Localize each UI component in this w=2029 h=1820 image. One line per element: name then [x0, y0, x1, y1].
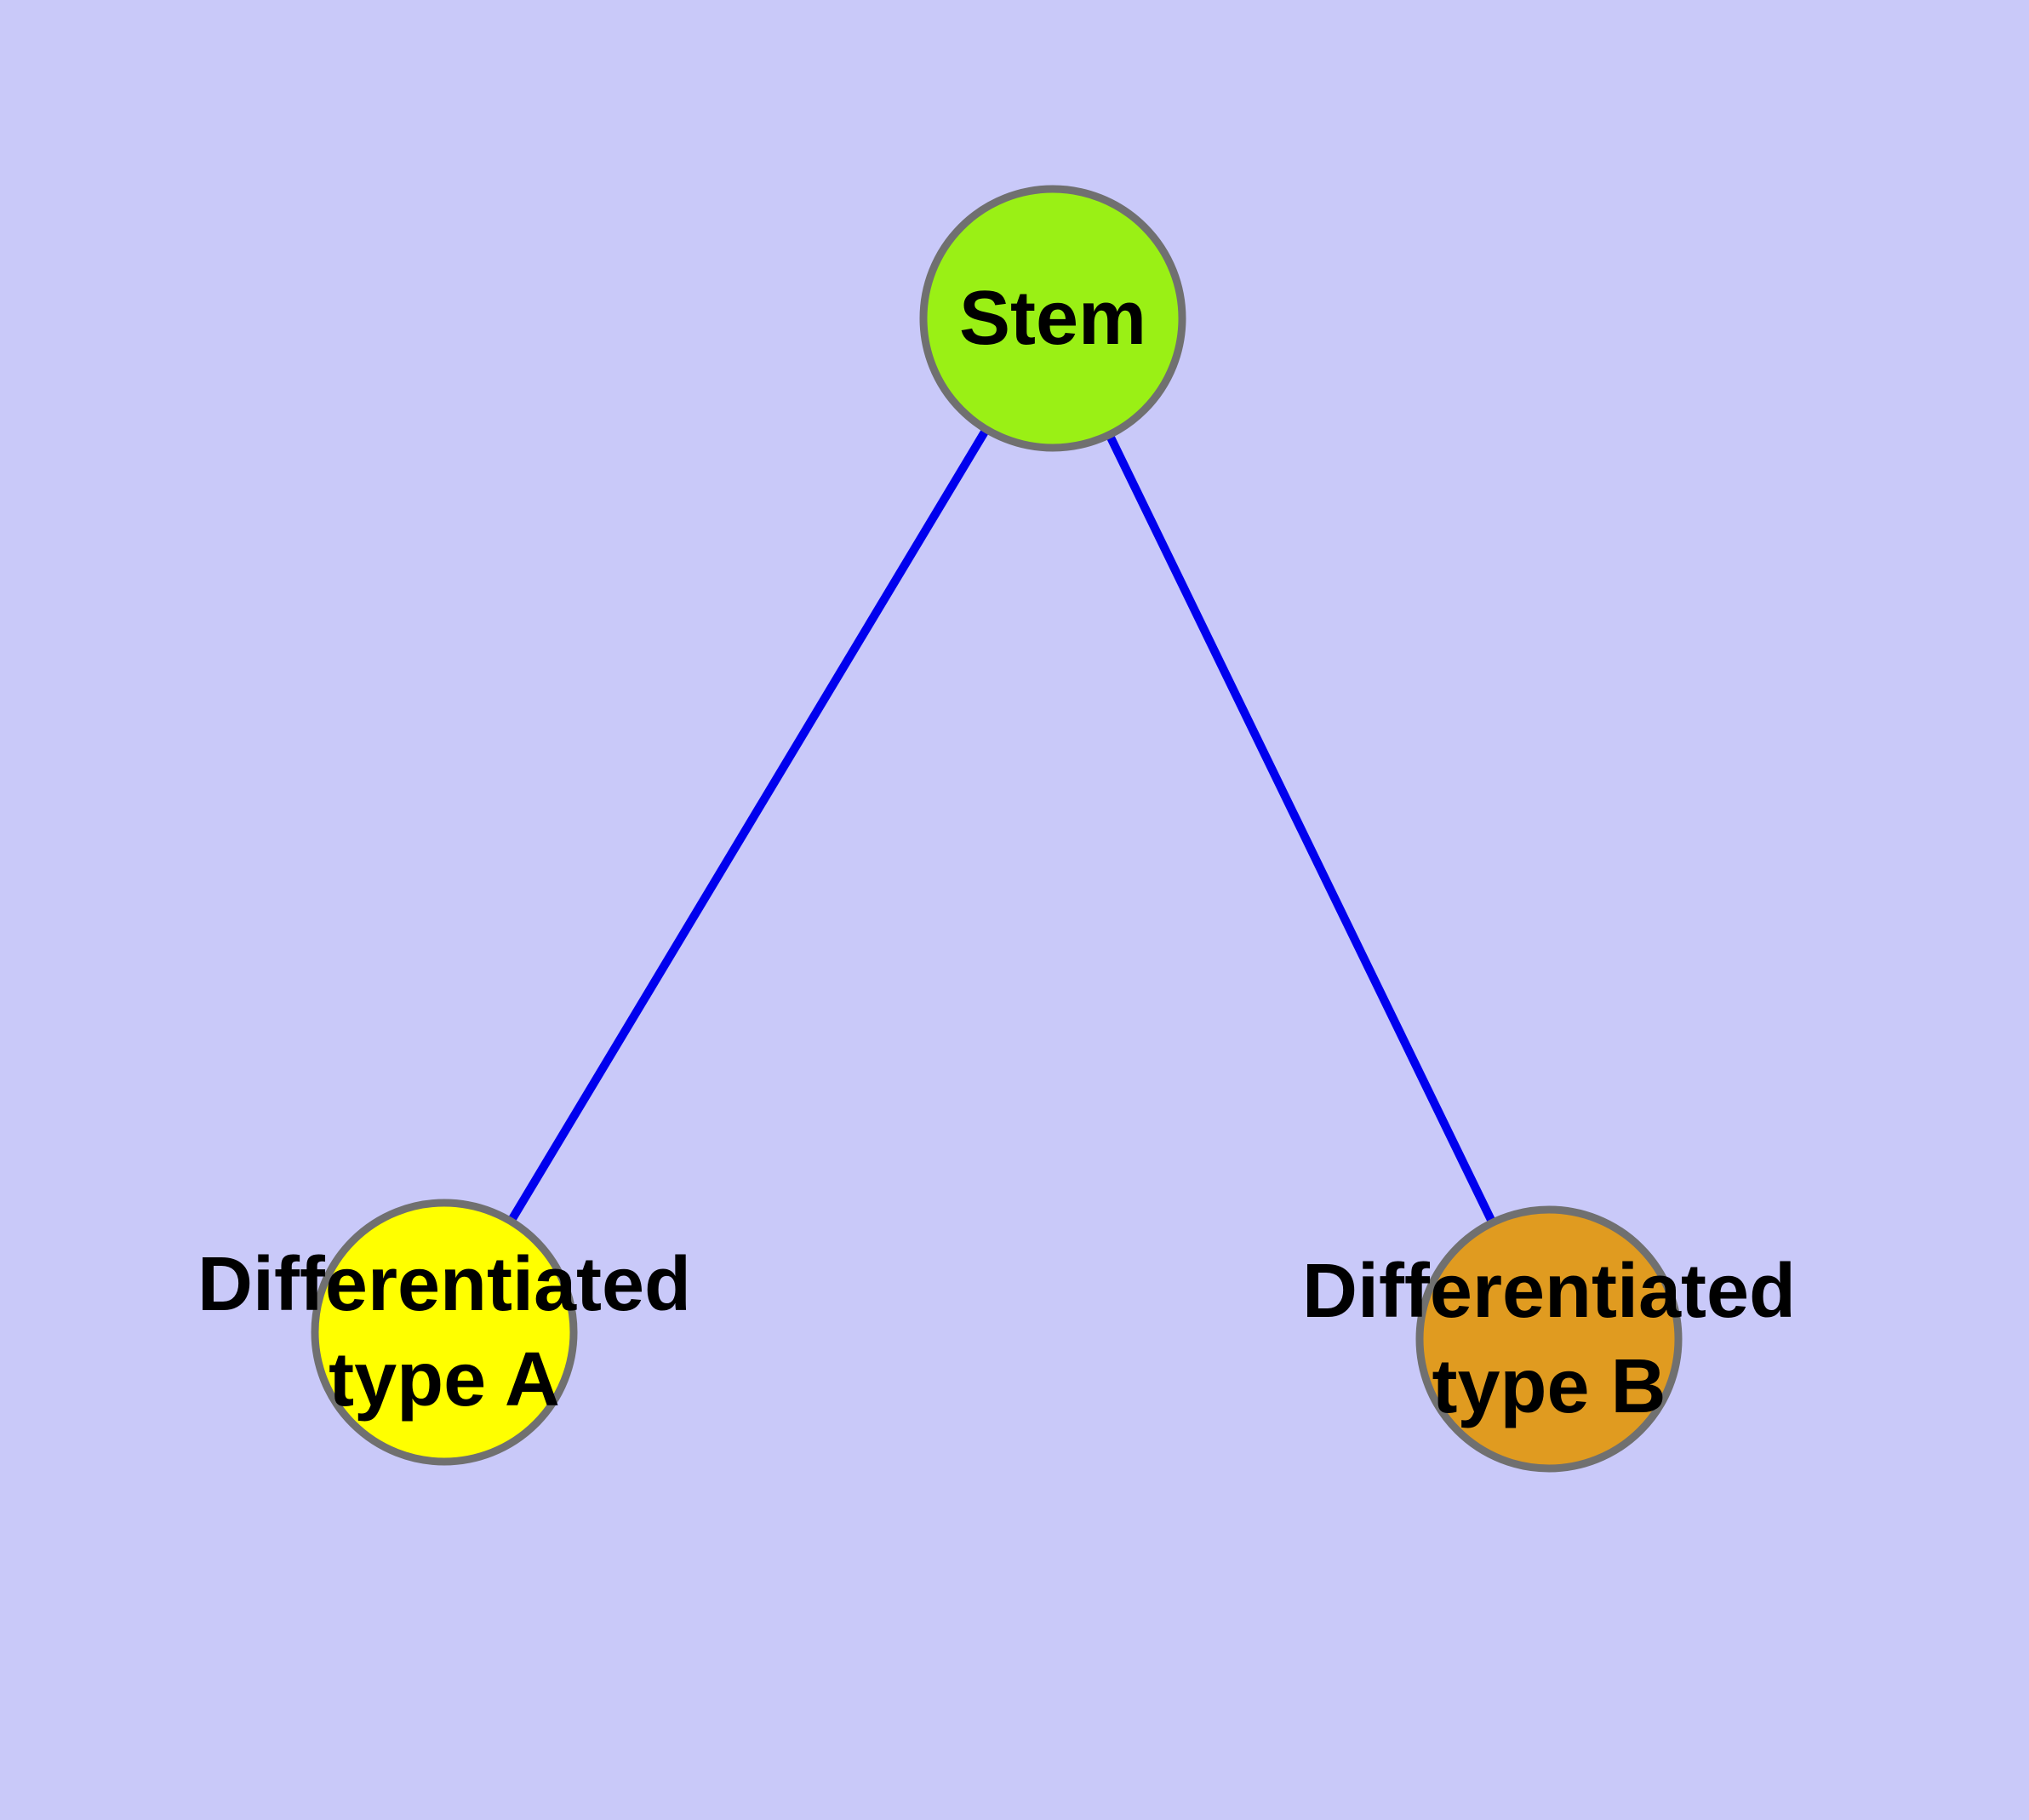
- edge-stem-to-typeA: [440, 316, 1057, 1335]
- node-differentiated-type-b: [1415, 1205, 1683, 1473]
- edge-stem-to-typeB: [1049, 316, 1553, 1342]
- node-typeB-label-line1: Differentiated: [1302, 1249, 1796, 1334]
- node-typeB-label-line2: type B: [1432, 1344, 1666, 1429]
- node-stem: [919, 185, 1186, 452]
- node-differentiated-type-a: [311, 1199, 578, 1466]
- node-typeA-label-line2: type A: [329, 1337, 560, 1422]
- node-stem-label: Stem: [959, 276, 1146, 361]
- node-typeA-label-line1: Differentiated: [197, 1242, 691, 1327]
